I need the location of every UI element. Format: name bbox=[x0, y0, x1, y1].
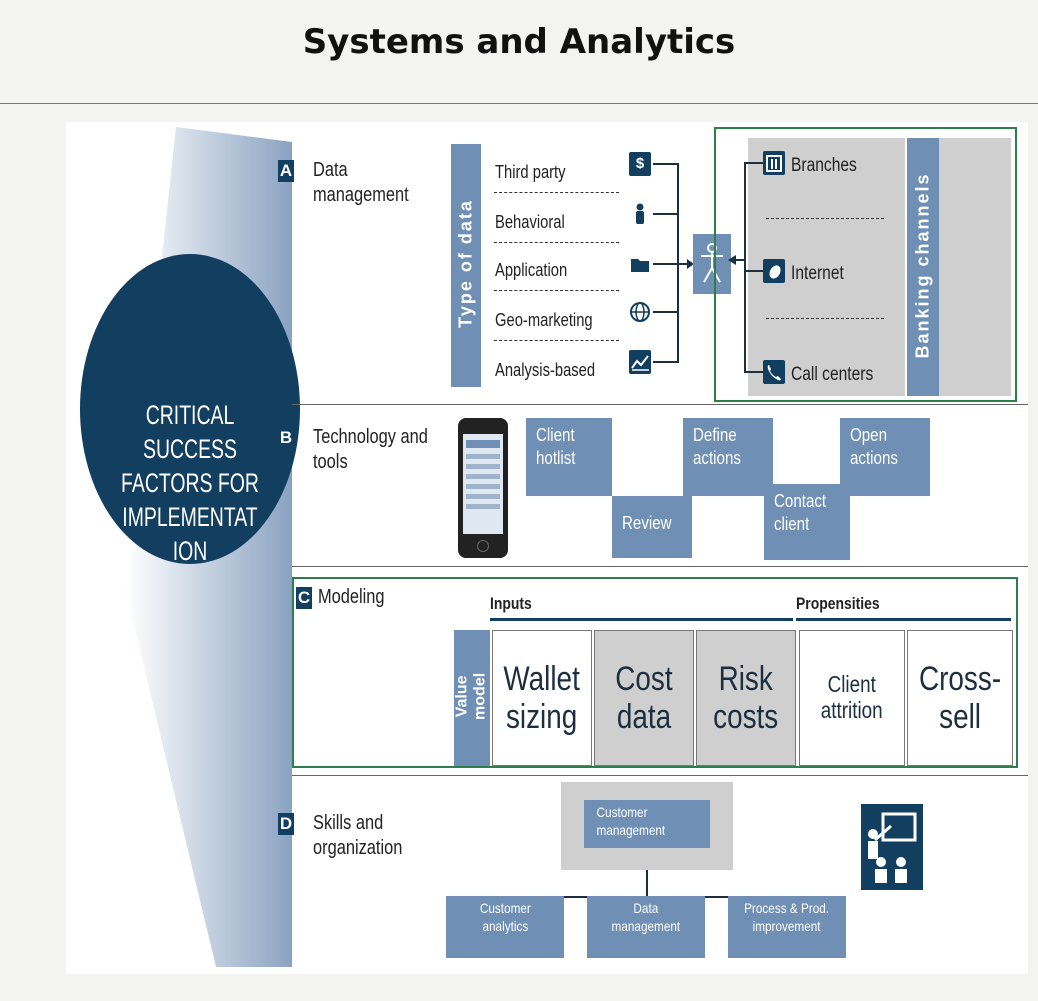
divider-a-b bbox=[292, 404, 1028, 405]
value-model-bar bbox=[454, 630, 490, 766]
step-contact-client: Contact client bbox=[764, 484, 850, 560]
phone-icon bbox=[763, 360, 785, 384]
type-geo-marketing: Geo-marketing bbox=[495, 310, 593, 330]
propensities-label: Propensities bbox=[796, 594, 880, 613]
section-a-letter: A bbox=[278, 160, 294, 182]
page-title: Systems and Analytics bbox=[302, 22, 736, 62]
customer-icon bbox=[693, 234, 731, 294]
modeling-frame bbox=[292, 577, 1018, 768]
type-behavioral: Behavioral bbox=[495, 212, 565, 232]
globe-icon bbox=[629, 300, 651, 324]
diagram-panel: CRITICAL SUCCESS FACTORS FOR IMPLEMENTAT… bbox=[66, 122, 1028, 974]
type-application: Application bbox=[495, 260, 568, 280]
propensity-client-attrition: Client attrition bbox=[799, 630, 905, 766]
chart-icon bbox=[629, 350, 651, 374]
input-cost-data: Cost data bbox=[594, 630, 694, 766]
divider-b-c bbox=[292, 566, 1028, 567]
section-b-title: Technology and tools bbox=[313, 426, 428, 473]
circle-label: CRITICAL SUCCESS FACTORS FOR IMPLEMENTAT… bbox=[121, 400, 259, 567]
person-icon bbox=[629, 202, 651, 226]
smartphone-icon bbox=[458, 418, 508, 558]
section-d-letter: D bbox=[278, 813, 294, 835]
org-customer-management: Customer management bbox=[584, 800, 710, 848]
input-wallet-sizing: Wallet sizing bbox=[492, 630, 592, 766]
banking-channels-bar bbox=[907, 138, 939, 396]
org-process-improvement: Process & Prod. improvement bbox=[728, 896, 846, 958]
step-open-actions: Open actions bbox=[840, 418, 930, 496]
dollar-icon: $ bbox=[629, 152, 651, 176]
critical-success-circle bbox=[80, 254, 300, 564]
type-of-data-label: Type of data bbox=[455, 199, 476, 328]
type-analysis-based: Analysis-based bbox=[495, 360, 596, 380]
propensity-cross-sell: Cross- sell bbox=[907, 630, 1013, 766]
org-data-management: Data management bbox=[587, 896, 705, 958]
section-c-letter: C bbox=[296, 587, 312, 609]
section-c-title: Modeling bbox=[318, 586, 385, 608]
section-b-letter: B bbox=[278, 427, 294, 449]
channel-internet: Internet bbox=[791, 263, 844, 284]
input-risk-costs: Risk costs bbox=[696, 630, 796, 766]
mouse-icon bbox=[763, 259, 785, 283]
folder-icon bbox=[629, 252, 651, 276]
presentation-icon bbox=[861, 804, 923, 890]
building-icon bbox=[763, 151, 785, 175]
type-third-party: Third party bbox=[495, 162, 566, 182]
section-a-title: Data management bbox=[313, 159, 409, 206]
banking-channels-label: Banking channels bbox=[912, 172, 933, 359]
banking-channels-frame bbox=[714, 127, 1017, 402]
value-model-label: Value model bbox=[453, 672, 489, 720]
inputs-label: Inputs bbox=[490, 594, 532, 613]
type-of-data-bar bbox=[451, 144, 481, 387]
channel-branches: Branches bbox=[791, 155, 857, 176]
step-client-hotlist: Client hotlist bbox=[526, 418, 612, 496]
arrow-right-icon bbox=[677, 259, 694, 269]
section-d-title: Skills and organization bbox=[313, 812, 403, 859]
divider-c-d bbox=[292, 775, 1028, 776]
step-define-actions: Define actions bbox=[683, 418, 773, 496]
header: Systems and Analytics bbox=[0, 0, 1038, 104]
step-review: Review bbox=[612, 496, 692, 558]
org-customer-analytics: Customer analytics bbox=[446, 896, 564, 958]
channel-call-centers: Call centers bbox=[791, 364, 874, 385]
